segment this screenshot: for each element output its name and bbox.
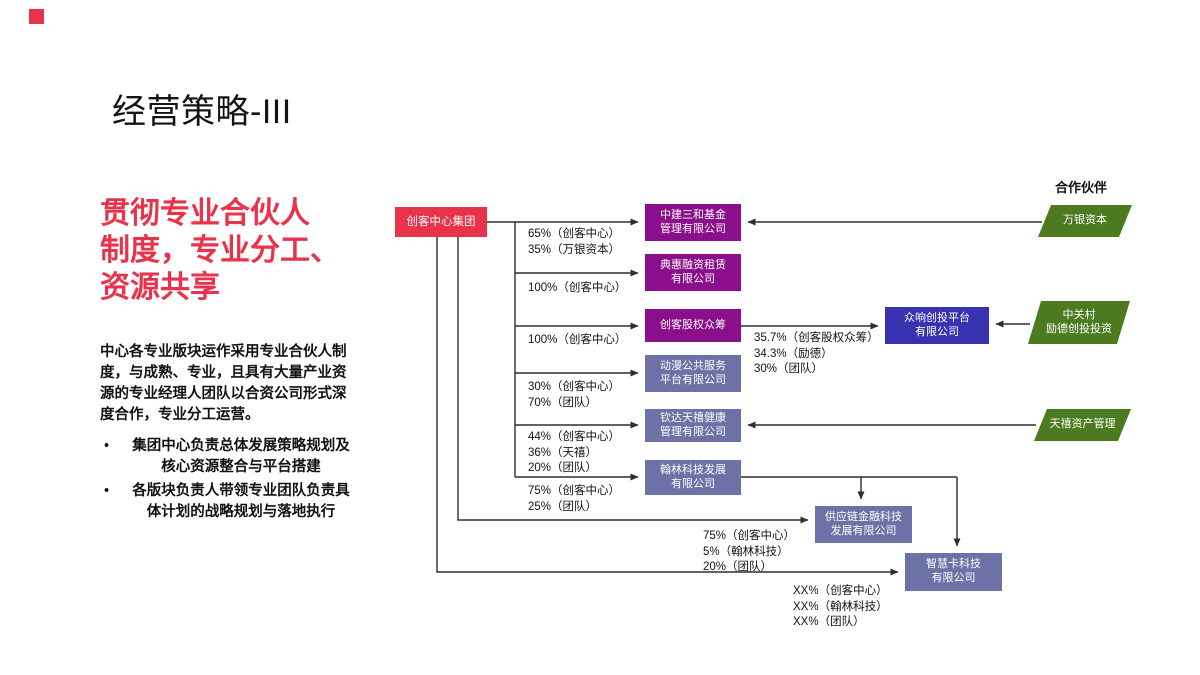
ownership-dongman: 30%（创客中心） 70%（团队） (528, 381, 621, 409)
ownership-hanlin: 75%（创客中心） 25%（团队） (528, 485, 621, 513)
bullet-item: 各版块负责人带领专业团队负责具体计划的战略规划与落地执行 (100, 481, 354, 523)
corner-accent-square (29, 9, 44, 24)
node-dianhui-leasing[interactable]: 典惠融资租赁 有限公司 (645, 254, 741, 291)
bullet-item: 集团中心负责总体发展策略规划及核心资源整合与平台搭建 (100, 436, 354, 478)
ownership-zhongxiang: 35.7%（创客股权众筹） 34.3%（励德） 30%（团队） (754, 332, 879, 375)
node-qinda-tianxi-health[interactable]: 钦达天禧健康 管理有限公司 (645, 409, 741, 442)
node-zhongxiang-venture-platform[interactable]: 众响创投平台 有限公司 (885, 307, 989, 344)
ownership-supply-chain: 75%（创客中心） 5%（翰林科技） 20%（团队） (703, 530, 796, 573)
node-hanlin-tech[interactable]: 翰林科技发展 有限公司 (645, 460, 741, 495)
ownership-qinda: 44%（创客中心） 36%（天禧） 20%（团队） (528, 431, 621, 474)
ownership-zhongjian: 65%（创客中心） 35%（万银资本） (528, 228, 621, 256)
intro-paragraph: 中心各专业版块运作采用专业合伙人制度，与成熟、专业，且具有大量产业资源的专业经理… (100, 344, 347, 424)
partner-tianxi-asset-management[interactable]: 天禧资产管理 (1034, 409, 1131, 441)
ownership-chuangke-zq: 100%（创客中心） (528, 334, 627, 346)
node-supply-chain-finance[interactable]: 供应链金融科技 发展有限公司 (815, 506, 912, 543)
section-heading: 贯彻专业合伙人 制度，专业分工、 资源共享 (100, 197, 340, 304)
node-dongman-public-service[interactable]: 动漫公共服务 平台有限公司 (645, 355, 741, 392)
bullet-list: 集团中心负责总体发展策略规划及核心资源整合与平台搭建 各版块负责人带领专业团队负… (100, 436, 354, 526)
partners-title: 合作伙伴 (1055, 180, 1108, 195)
ownership-smart-card: XX%（创客中心） XX%（翰林科技） XX%（团队） (793, 585, 888, 628)
node-zhongjian-sanhe-fund[interactable]: 中建三和基金 管理有限公司 (645, 204, 741, 241)
page-title: 经营策略-III (112, 93, 292, 131)
node-smart-card-tech[interactable]: 智慧卡科技 有限公司 (905, 553, 1002, 591)
node-chuangke-center-group[interactable]: 创客中心集团 (395, 207, 487, 237)
partner-wanyin-capital[interactable]: 万银资本 (1038, 205, 1132, 237)
node-chuangke-equity-crowdfunding[interactable]: 创客股权众筹 (645, 309, 741, 342)
partner-zhongguancun-lide[interactable]: 中关村 励德创投投资 (1028, 301, 1130, 344)
ownership-dianhui: 100%（创客中心） (528, 282, 627, 294)
